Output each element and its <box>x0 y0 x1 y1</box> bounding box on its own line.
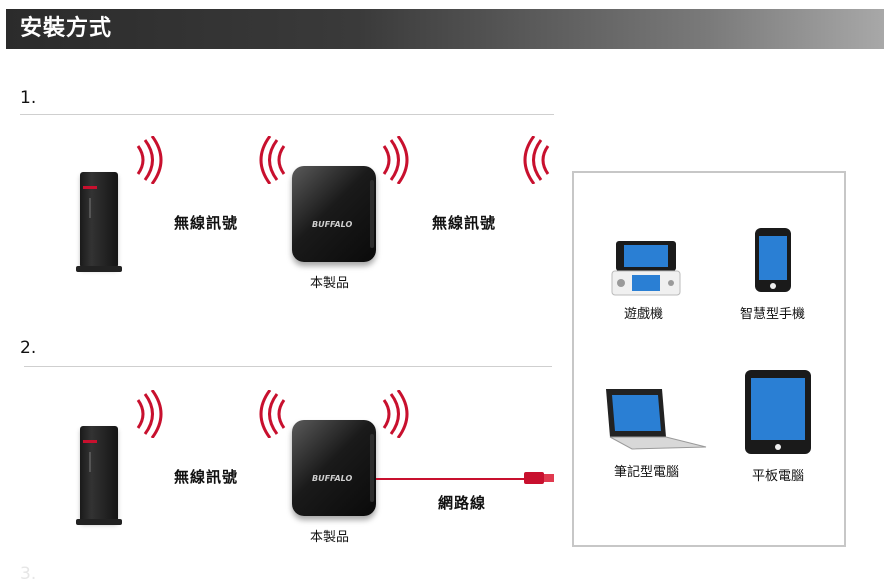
wireless-signal-label: 無線訊號 <box>432 214 497 232</box>
lan-cable <box>376 478 524 480</box>
lan-plug-icon <box>524 472 544 484</box>
step-2-number: 2. <box>20 338 37 358</box>
router-stand <box>76 519 122 525</box>
wireless-signal-label: 無線訊號 <box>174 214 239 232</box>
smartphone-icon <box>755 228 791 292</box>
device-label-laptop: 筆記型電腦 <box>614 465 680 480</box>
lan-cable-label: 網路線 <box>438 494 487 512</box>
wifi-signal-icon <box>382 390 409 438</box>
wifi-signal-icon <box>382 136 409 184</box>
brand-logo: BUFFALO <box>312 474 353 483</box>
brand-logo: BUFFALO <box>312 220 353 229</box>
wifi-signal-icon <box>259 136 286 184</box>
product-label: 本製品 <box>310 276 350 291</box>
wifi-signal-icon <box>259 390 286 438</box>
step-3-number: 3. <box>20 564 37 584</box>
product-device-icon: BUFFALO <box>292 420 376 516</box>
wifi-signal-icon <box>136 390 163 438</box>
laptop-icon <box>606 389 707 450</box>
device-label-tablet: 平板電腦 <box>752 469 805 484</box>
product-device-icon: BUFFALO <box>292 166 376 262</box>
step-2-divider <box>24 366 552 367</box>
router-stand <box>76 266 122 272</box>
tablet-icon <box>745 370 811 454</box>
device-label-smartphone: 智慧型手機 <box>740 307 806 322</box>
section-title: 安裝方式 <box>20 16 113 41</box>
router-icon <box>80 172 118 268</box>
game-console-icon <box>611 241 681 296</box>
wifi-signal-icon <box>523 136 550 184</box>
lan-plug-tip <box>544 474 554 482</box>
router-icon <box>80 426 118 522</box>
step-1-divider <box>20 114 554 115</box>
product-label: 本製品 <box>310 530 350 545</box>
section-header: 安裝方式 <box>6 9 884 49</box>
device-label-game-console: 遊戲機 <box>624 307 664 322</box>
step-1-number: 1. <box>20 88 37 108</box>
wireless-signal-label: 無線訊號 <box>174 468 239 486</box>
wifi-signal-icon <box>136 136 163 184</box>
client-devices-panel: 遊戲機 智慧型手機 筆記型電腦 平板電腦 <box>572 171 846 547</box>
